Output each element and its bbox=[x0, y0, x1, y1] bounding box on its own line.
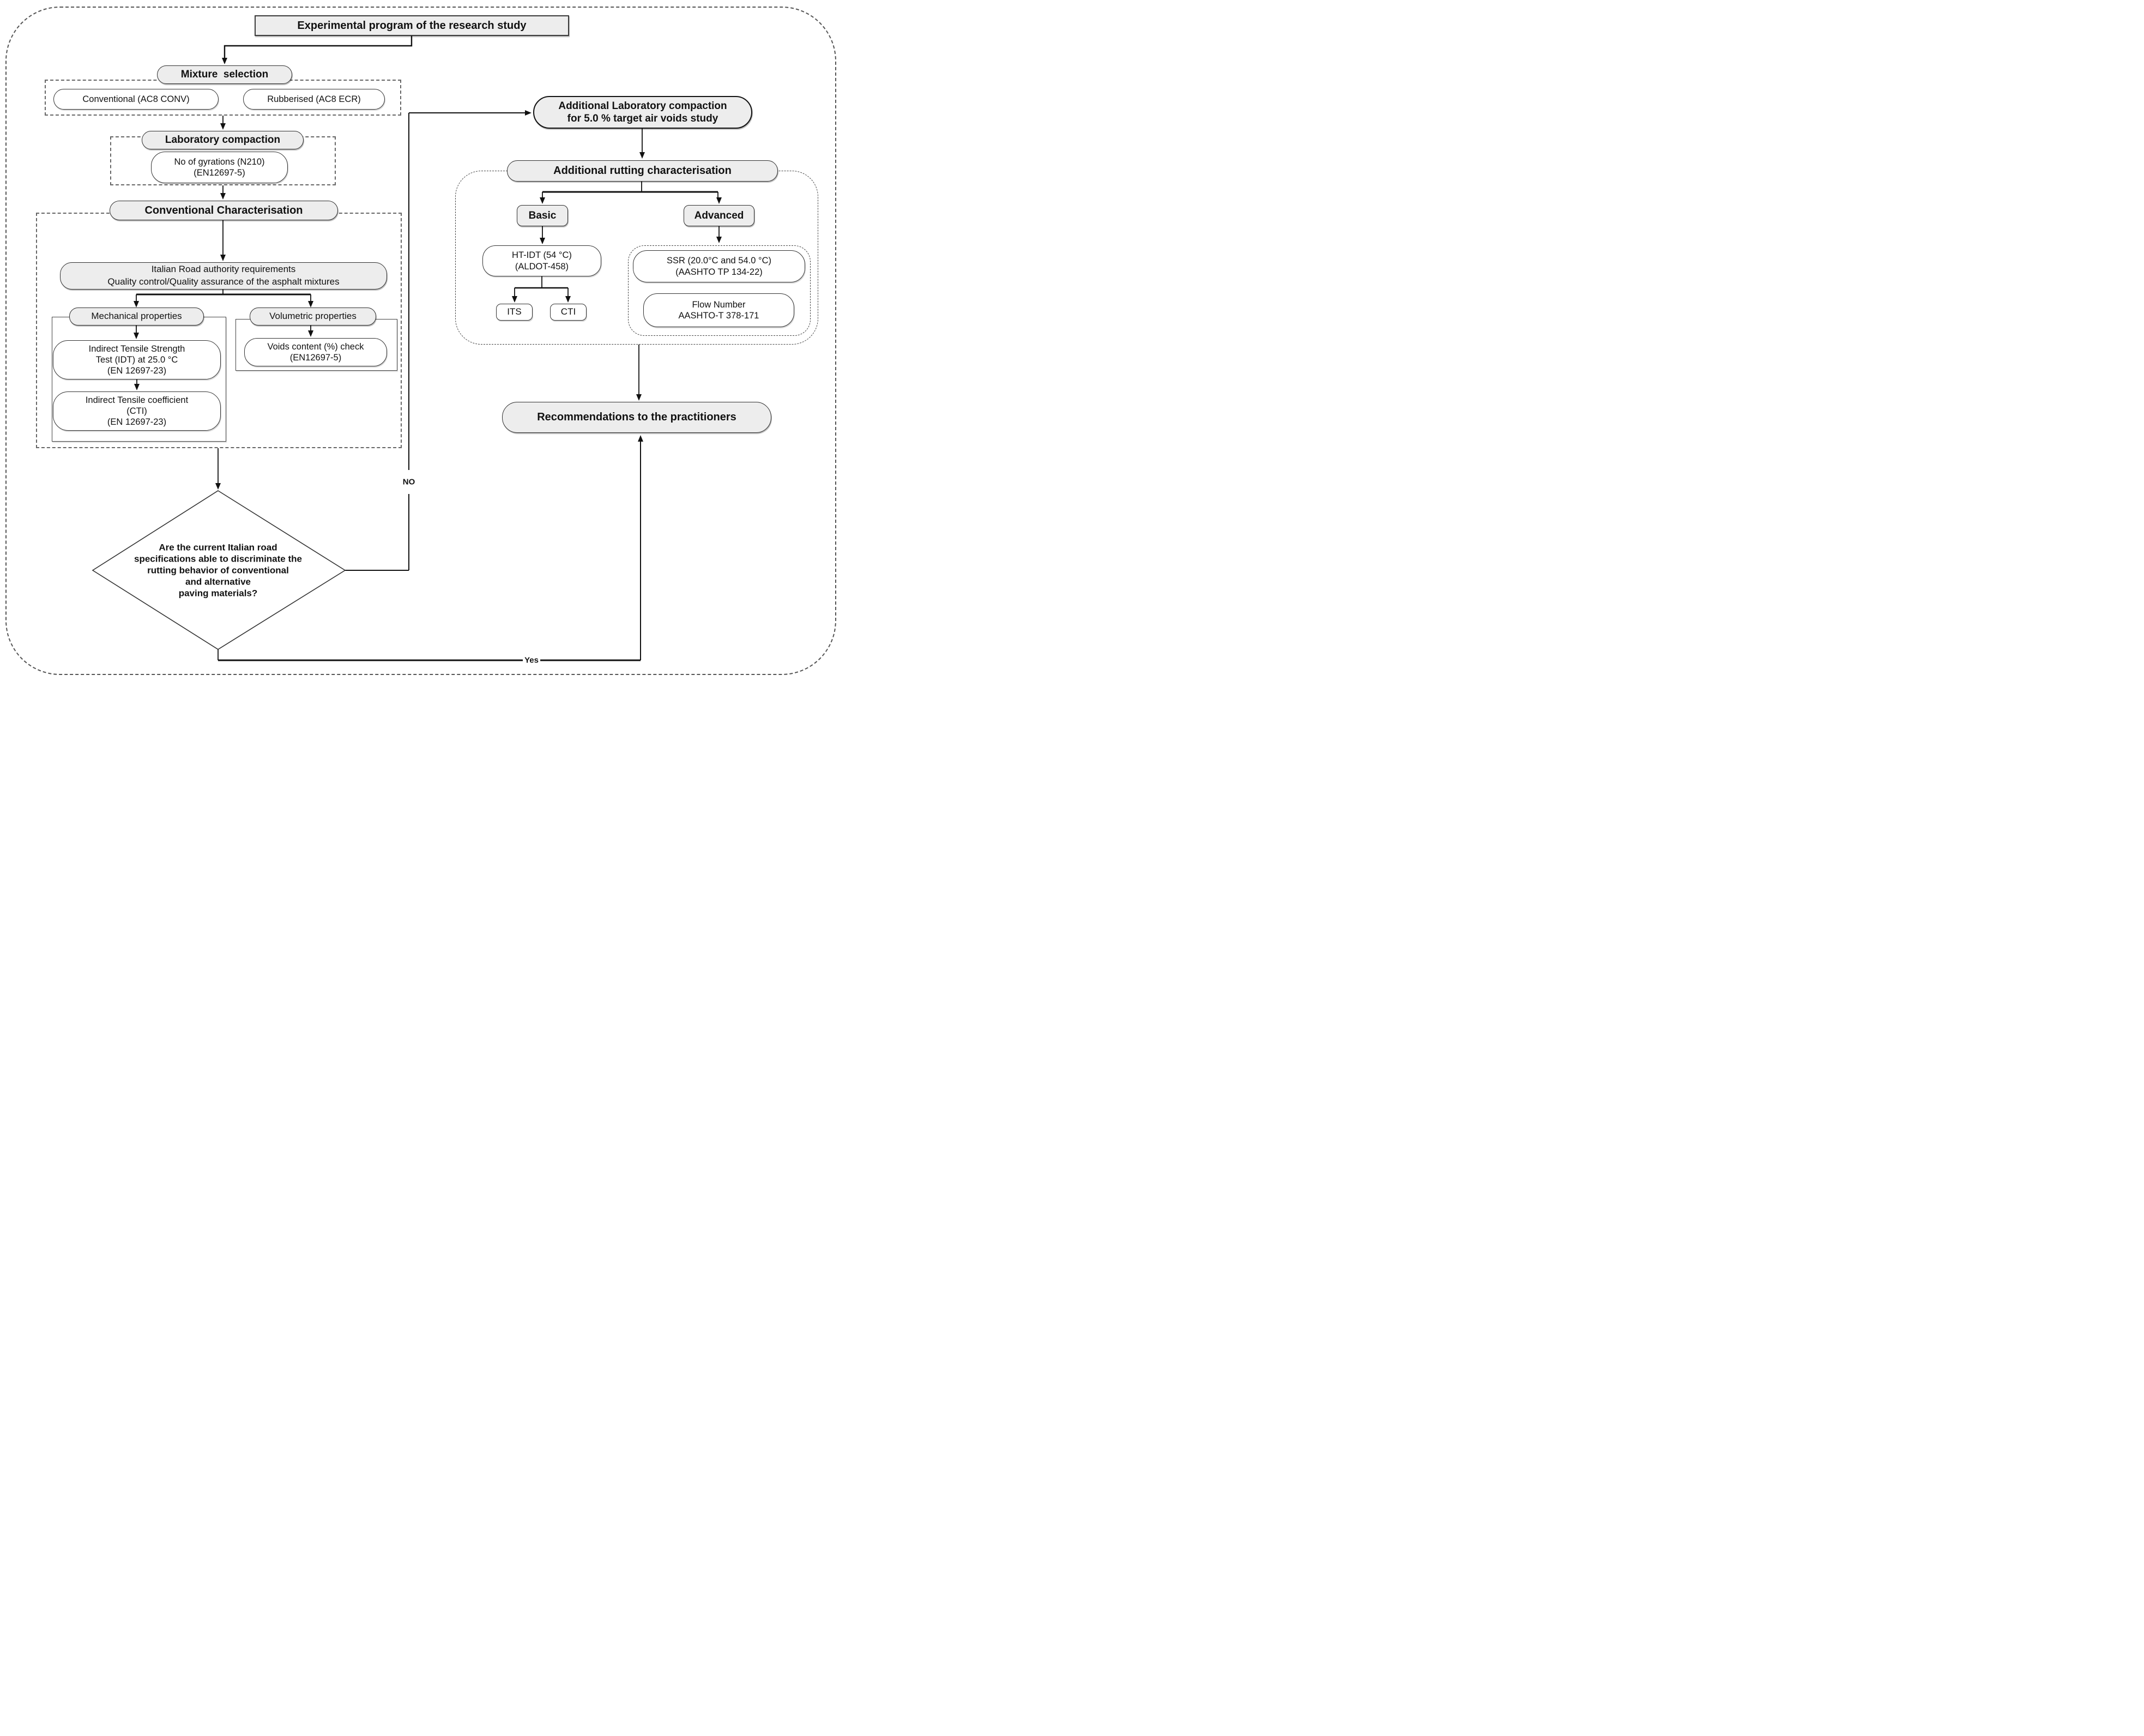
cti-result-box: CTI bbox=[550, 304, 587, 321]
title-box: Experimental program of the research stu… bbox=[255, 15, 569, 36]
conventional-mixture-pill: Conventional (AC8 CONV) bbox=[53, 89, 219, 110]
cti-coefficient-pill: Indirect Tensile coefficient (CTI) (EN 1… bbox=[53, 391, 221, 431]
ht-idt-pill: HT-IDT (54 °C) (ALDOT-458) bbox=[482, 245, 601, 276]
figure-outer-dashed-border bbox=[5, 7, 836, 675]
decision-diamond bbox=[92, 490, 346, 650]
conventional-characterisation-pill: Conventional Characterisation bbox=[110, 201, 338, 220]
mechanical-properties-pill: Mechanical properties bbox=[69, 308, 204, 326]
decision-question-text: Are the current Italian road specificati… bbox=[134, 542, 302, 599]
flow-number-pill: Flow Number AASHTO-T 378-171 bbox=[643, 293, 794, 327]
laboratory-compaction-pill: Laboratory compaction bbox=[142, 131, 304, 149]
mixture-selection-pill: Mixture selection bbox=[157, 65, 292, 84]
recommendations-pill: Recommendations to the practitioners bbox=[502, 402, 771, 433]
voids-content-pill: Voids content (%) check (EN12697-5) bbox=[244, 338, 387, 366]
its-box: ITS bbox=[496, 304, 533, 321]
connector-lines bbox=[92, 36, 722, 661]
rubberised-mixture-pill: Rubberised (AC8 ECR) bbox=[243, 89, 385, 110]
volumetric-properties-pill: Volumetric properties bbox=[250, 308, 376, 326]
flowchart-experimental-program: Experimental program of the research stu… bbox=[0, 0, 843, 683]
idt-test-pill: Indirect Tensile Strength Test (IDT) at … bbox=[53, 340, 221, 379]
advanced-box: Advanced bbox=[684, 205, 754, 226]
no-edge-label: NO bbox=[401, 477, 417, 487]
advanced-tests-group bbox=[628, 245, 811, 336]
gyrations-pill: No of gyrations (N210) (EN12697-5) bbox=[151, 152, 288, 183]
additional-rutting-pill: Additional rutting characterisation bbox=[507, 160, 778, 182]
ssr-pill: SSR (20.0°C and 54.0 °C) (AASHTO TP 134-… bbox=[633, 250, 805, 282]
yes-edge-label: Yes bbox=[523, 655, 540, 665]
italian-requirements-box: Italian Road authority requirements Qual… bbox=[60, 262, 387, 290]
basic-box: Basic bbox=[517, 205, 568, 226]
additional-compaction-box: Additional Laboratory compaction for 5.0… bbox=[533, 96, 752, 129]
